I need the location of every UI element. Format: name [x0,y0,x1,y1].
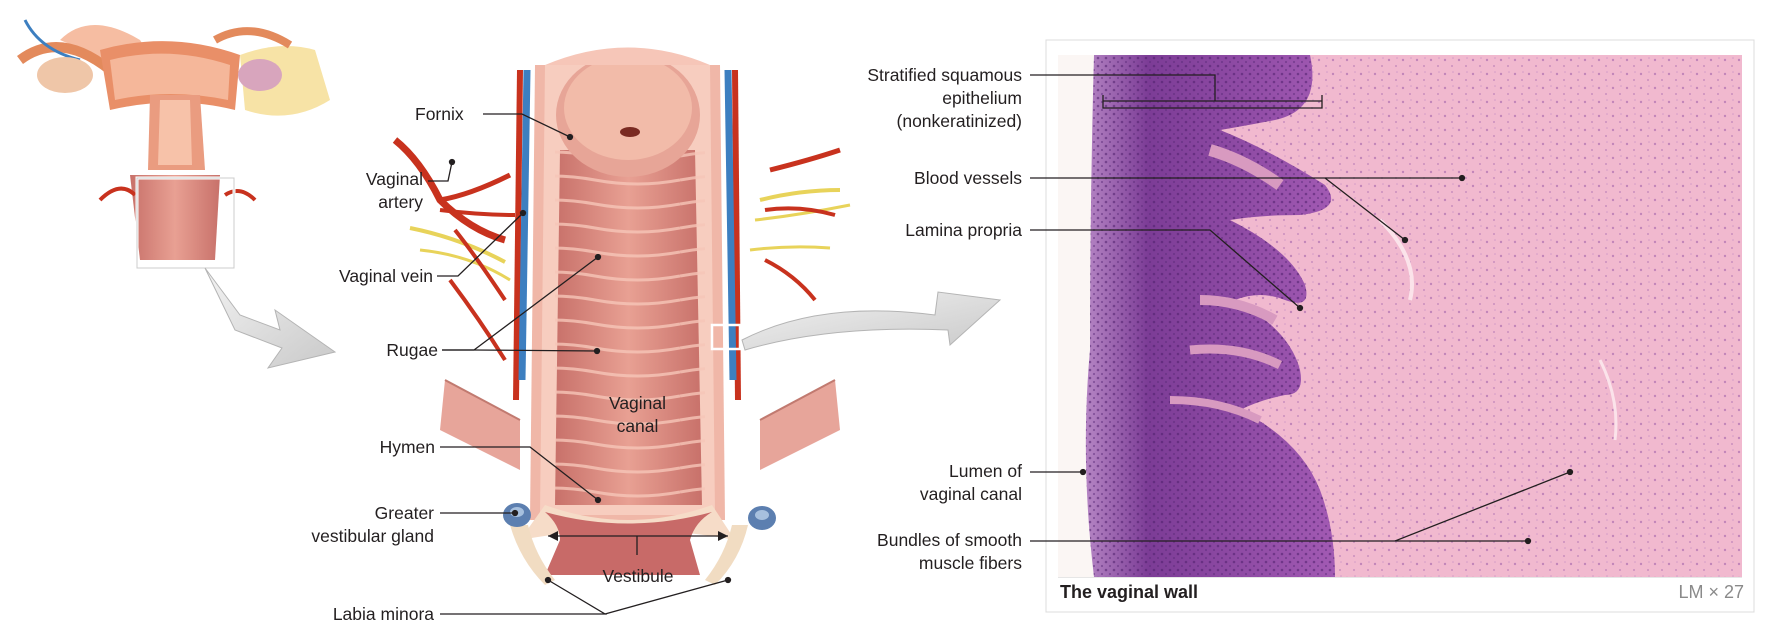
zoom-arrow-right [742,292,1000,350]
vaginal-canal-illustration [395,48,850,586]
label-vaginal-canal: Vaginal canal [590,392,685,438]
label-stratified-squamous-epithelium: Stratified squamous epithelium (nonkerat… [800,64,1022,133]
leader-labia-minora [440,580,605,614]
label-fornix: Fornix [415,103,464,126]
label-labia-minora: Labia minora [300,603,434,626]
label-vaginal-artery: Vaginal artery [335,168,423,214]
label-lamina-propria: Lamina propria [860,219,1022,242]
label-vestibule: Vestibule [588,565,688,588]
label-greater-vestibular-gland: Greater vestibular gland [270,502,434,548]
label-hymen: Hymen [330,436,435,459]
uterus-overview-illustration [20,20,330,268]
label-blood-vessels: Blood vessels [860,167,1022,190]
micrograph-panel [1046,40,1754,612]
label-rugae: Rugae [340,339,438,362]
micrograph-title: The vaginal wall [1060,582,1198,603]
micrograph-magnification: LM × 27 [1640,582,1744,603]
label-vaginal-vein: Vaginal vein [300,265,433,288]
label-lumen-of-vaginal-canal: Lumen of vaginal canal [860,460,1022,506]
label-bundles-of-smooth-muscle: Bundles of smooth muscle fibers [800,529,1022,575]
